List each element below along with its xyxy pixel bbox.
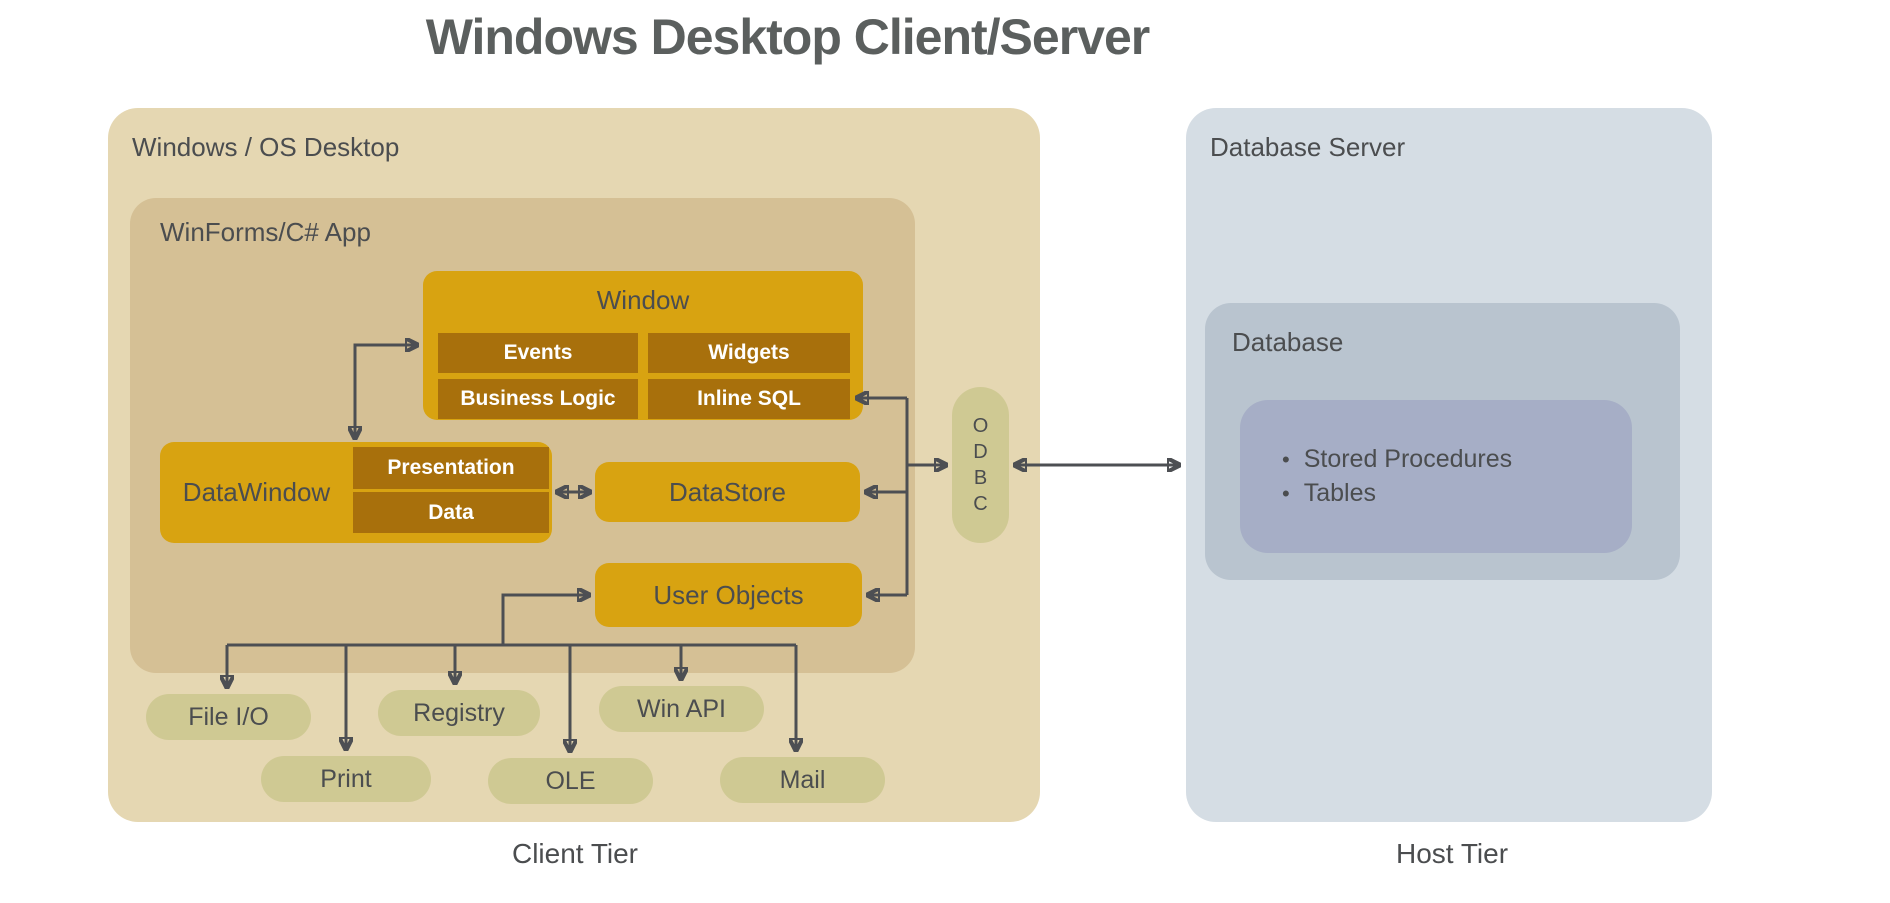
window-cell-events: Events bbox=[438, 333, 638, 373]
datawindow-box-title: DataWindow bbox=[182, 477, 331, 507]
window-box-title: Window bbox=[596, 285, 690, 315]
service-oval-file-io: File I/O bbox=[146, 694, 311, 740]
service-oval-ole: OLE bbox=[488, 758, 653, 804]
service-oval-mail: Mail bbox=[720, 757, 885, 803]
diagram-title: Windows Desktop Client/Server bbox=[425, 9, 1151, 65]
database-server-label: Database Server bbox=[1210, 132, 1406, 162]
database-items-box: Stored Procedures Tables bbox=[1240, 400, 1632, 553]
datawindow-cell-data: Data bbox=[353, 492, 549, 533]
odbc-letter: D bbox=[973, 441, 988, 463]
datastore-box: DataStore bbox=[595, 462, 860, 522]
odbc-letter: C bbox=[973, 493, 988, 515]
window-cell-widgets: Widgets bbox=[648, 333, 850, 373]
datawindow-cell-presentation: Presentation bbox=[353, 447, 549, 489]
database-label: Database bbox=[1232, 327, 1344, 357]
user-objects-box: User Objects bbox=[595, 563, 862, 627]
host-tier-label: Host Tier bbox=[1395, 838, 1509, 869]
service-oval-registry: Registry bbox=[378, 690, 540, 736]
odbc-letter: B bbox=[973, 467, 988, 489]
database-item-tables: Tables bbox=[1282, 479, 1632, 508]
client-desktop-label: Windows / OS Desktop bbox=[132, 132, 400, 162]
odbc-letter: O bbox=[972, 415, 989, 437]
window-cell-inline-sql: Inline SQL bbox=[648, 379, 850, 419]
client-tier-label: Client Tier bbox=[511, 838, 639, 869]
service-oval-print: Print bbox=[261, 756, 431, 802]
odbc-pill: O D B C bbox=[952, 387, 1009, 543]
datawindow-box: DataWindow Presentation Data bbox=[160, 442, 552, 543]
service-oval-win-api: Win API bbox=[599, 686, 764, 732]
database-item-stored-procedures: Stored Procedures bbox=[1282, 445, 1632, 474]
window-cell-business-logic: Business Logic bbox=[438, 379, 638, 419]
winforms-app-label: WinForms/C# App bbox=[160, 217, 371, 247]
window-box: Window Events Widgets Business Logic Inl… bbox=[423, 271, 863, 420]
